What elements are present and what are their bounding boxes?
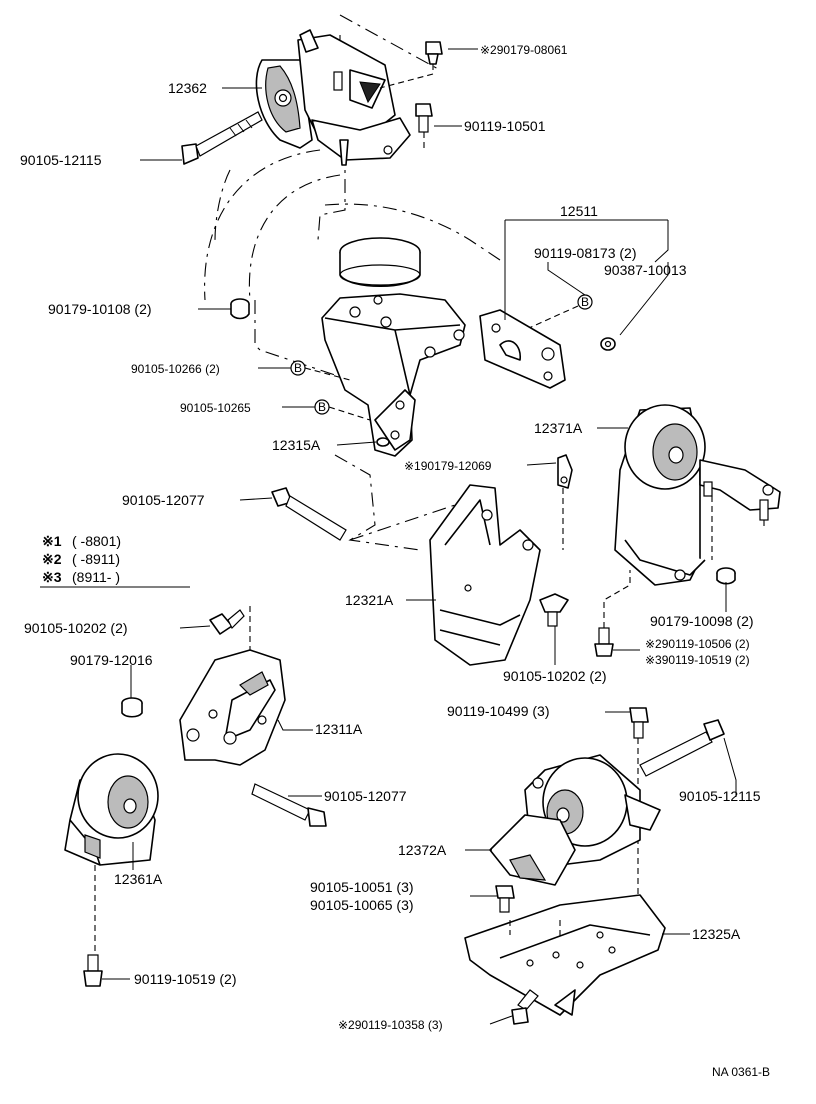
- legend-range-1: ( -8801): [72, 533, 121, 549]
- label-90105-12115-top: 90105-12115: [20, 152, 102, 168]
- label-90105-10266: 90105-10266 (2): [131, 362, 220, 376]
- label-90179-12016: 90179-12016: [70, 652, 153, 668]
- washer-90179-10098: [716, 567, 736, 585]
- label-90119-10499: 90119-10499 (3): [447, 703, 549, 719]
- mount-12361A: [64, 753, 159, 866]
- bolt-90119-10501: [415, 103, 433, 150]
- b-marker-3: B: [519, 294, 593, 333]
- label-90105-10202-left: 90105-10202 (2): [24, 620, 128, 636]
- bolt-290179-08061: [379, 41, 443, 89]
- bolt-90119-10519: [83, 954, 103, 987]
- label-290119-10358: ※290119-10358 (3): [338, 1018, 443, 1032]
- label-90105-10065: 90105-10065 (3): [310, 897, 414, 913]
- label-12362: 12362: [168, 80, 207, 96]
- mount-12372A: [489, 754, 661, 886]
- legend-range-2: ( -8911): [72, 551, 120, 567]
- legend-range-3: (8911- ): [72, 569, 120, 585]
- engine-mount-12362: [255, 29, 411, 166]
- label-12372A: 12372A: [398, 842, 447, 858]
- svg-text:B: B: [581, 295, 589, 309]
- bolt-90105-12115-top: [181, 111, 263, 165]
- bolt-90105-12077-lower: [251, 783, 327, 827]
- label-12511: 12511: [560, 203, 598, 219]
- bolt-90105-12115-lower: [639, 719, 725, 777]
- label-90105-12115-lower: 90105-12115: [679, 788, 761, 804]
- label-290179-08061: ※290179-08061: [480, 43, 568, 57]
- leader-lines: [102, 48, 737, 1025]
- bracket-12321A: [429, 484, 541, 666]
- label-90387-10013: 90387-10013: [604, 262, 687, 278]
- bolt-290119-10358: [511, 989, 539, 1025]
- clip-190179-12069: [557, 454, 573, 550]
- legend: ※1 ( -8801) ※2 ( -8911) ※3 (8911- ): [40, 533, 190, 588]
- svg-text:B: B: [294, 361, 302, 375]
- label-90105-12077-lower: 90105-12077: [324, 788, 407, 804]
- part-labels: ※290179-08061 12362 90119-10501 90105-12…: [20, 43, 770, 1079]
- label-90105-12077-mid: 90105-12077: [122, 492, 205, 508]
- label-390119-10519: ※390119-10519 (2): [645, 653, 750, 667]
- label-12325A: 12325A: [692, 926, 741, 942]
- label-90179-10108: 90179-10108 (2): [48, 301, 152, 317]
- label-12371A: 12371A: [534, 420, 583, 436]
- bolt-90105-10202-left: [209, 606, 251, 650]
- label-90119-10501: 90119-10501: [464, 118, 546, 134]
- plate-12511: [479, 309, 566, 389]
- label-190179-12069: ※190179-12069: [404, 459, 492, 473]
- legend-mark-1: ※1: [42, 533, 62, 549]
- label-12311A: 12311A: [315, 721, 363, 737]
- crossmember-12325A: [464, 894, 666, 1016]
- bolt-90105-10051: [495, 885, 515, 913]
- label-90105-10202-right: 90105-10202 (2): [503, 668, 607, 684]
- label-12361A: 12361A: [114, 871, 163, 887]
- bracket-12315A: [321, 237, 466, 457]
- bracket-12311A: [179, 649, 286, 766]
- label-12315A: 12315A: [272, 437, 321, 453]
- svg-text:B: B: [318, 400, 326, 414]
- legend-mark-3: ※3: [42, 569, 62, 585]
- label-290119-10506: ※290119-10506 (2): [645, 637, 750, 651]
- nut-90387-10013: [600, 337, 616, 351]
- mount-12371A: [614, 404, 781, 586]
- bolt-90105-10202-right: [539, 593, 569, 627]
- label-90119-08173: 90119-08173 (2): [534, 245, 636, 261]
- washer-90179-10108: [230, 298, 250, 320]
- label-90105-10265: 90105-10265: [180, 401, 251, 415]
- legend-mark-2: ※2: [42, 551, 62, 567]
- drawing-number: NA 0361-B: [712, 1065, 770, 1079]
- label-90179-10098: 90179-10098 (2): [650, 613, 754, 629]
- bolt-90105-12077-mid: [271, 487, 347, 541]
- label-90119-10519: 90119-10519 (2): [134, 971, 236, 987]
- b-marker-2: B: [314, 399, 371, 421]
- engine-phantom-outline: [204, 14, 501, 551]
- washer-90179-12016: [121, 697, 143, 718]
- label-90105-10051: 90105-10051 (3): [310, 879, 414, 895]
- label-12321A: 12321A: [345, 592, 394, 608]
- bolt-290119-10506: [594, 570, 631, 657]
